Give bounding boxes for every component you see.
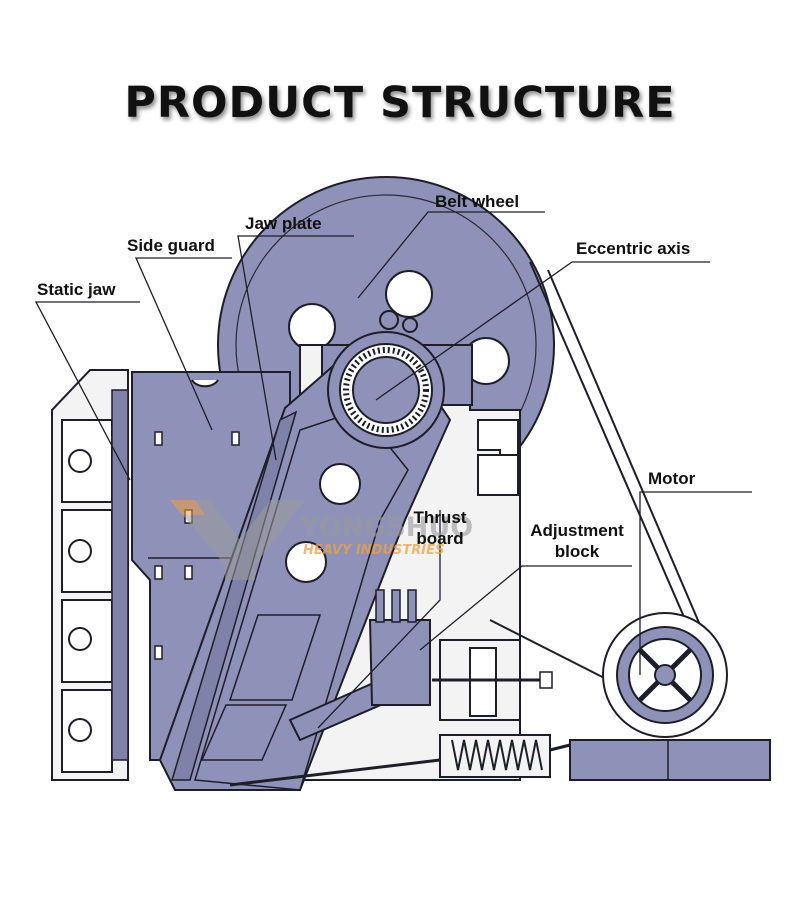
motor xyxy=(569,612,771,781)
watermark-logo xyxy=(170,500,305,580)
watermark-brand: YONGSHUO xyxy=(300,512,474,543)
label-side-guard: Side guard xyxy=(127,236,215,255)
label-eccentric-axis: Eccentric axis xyxy=(576,239,691,258)
label-motor: Motor xyxy=(648,469,696,488)
adjustment-block xyxy=(432,639,553,721)
thrust-board xyxy=(288,589,431,742)
label-belt-wheel: Belt wheel xyxy=(435,192,520,211)
label-jaw-plate: Jaw plate xyxy=(245,214,322,233)
page-title: PRODUCT STRUCTURE xyxy=(124,78,676,128)
label-static-jaw: Static jaw xyxy=(37,280,116,299)
leader-lines xyxy=(34,211,752,729)
label-adjustment-block-line1: Adjustment xyxy=(530,521,624,540)
label-thrust-board: Thrust board xyxy=(404,507,476,549)
label-adjustment-block: Adjustment block xyxy=(521,520,633,562)
label-adjustment-block-line2: block xyxy=(554,542,600,561)
moving-jaw xyxy=(158,359,452,791)
label-thrust-board-line2: board xyxy=(416,529,464,548)
watermark-tagline: HEAVY INDUSTRIES xyxy=(303,543,445,558)
static-jaw-frame xyxy=(51,369,129,781)
label-thrust-board-line1: Thrust xyxy=(413,508,467,527)
eccentric-axis xyxy=(327,310,445,449)
tension-spring xyxy=(229,734,571,787)
